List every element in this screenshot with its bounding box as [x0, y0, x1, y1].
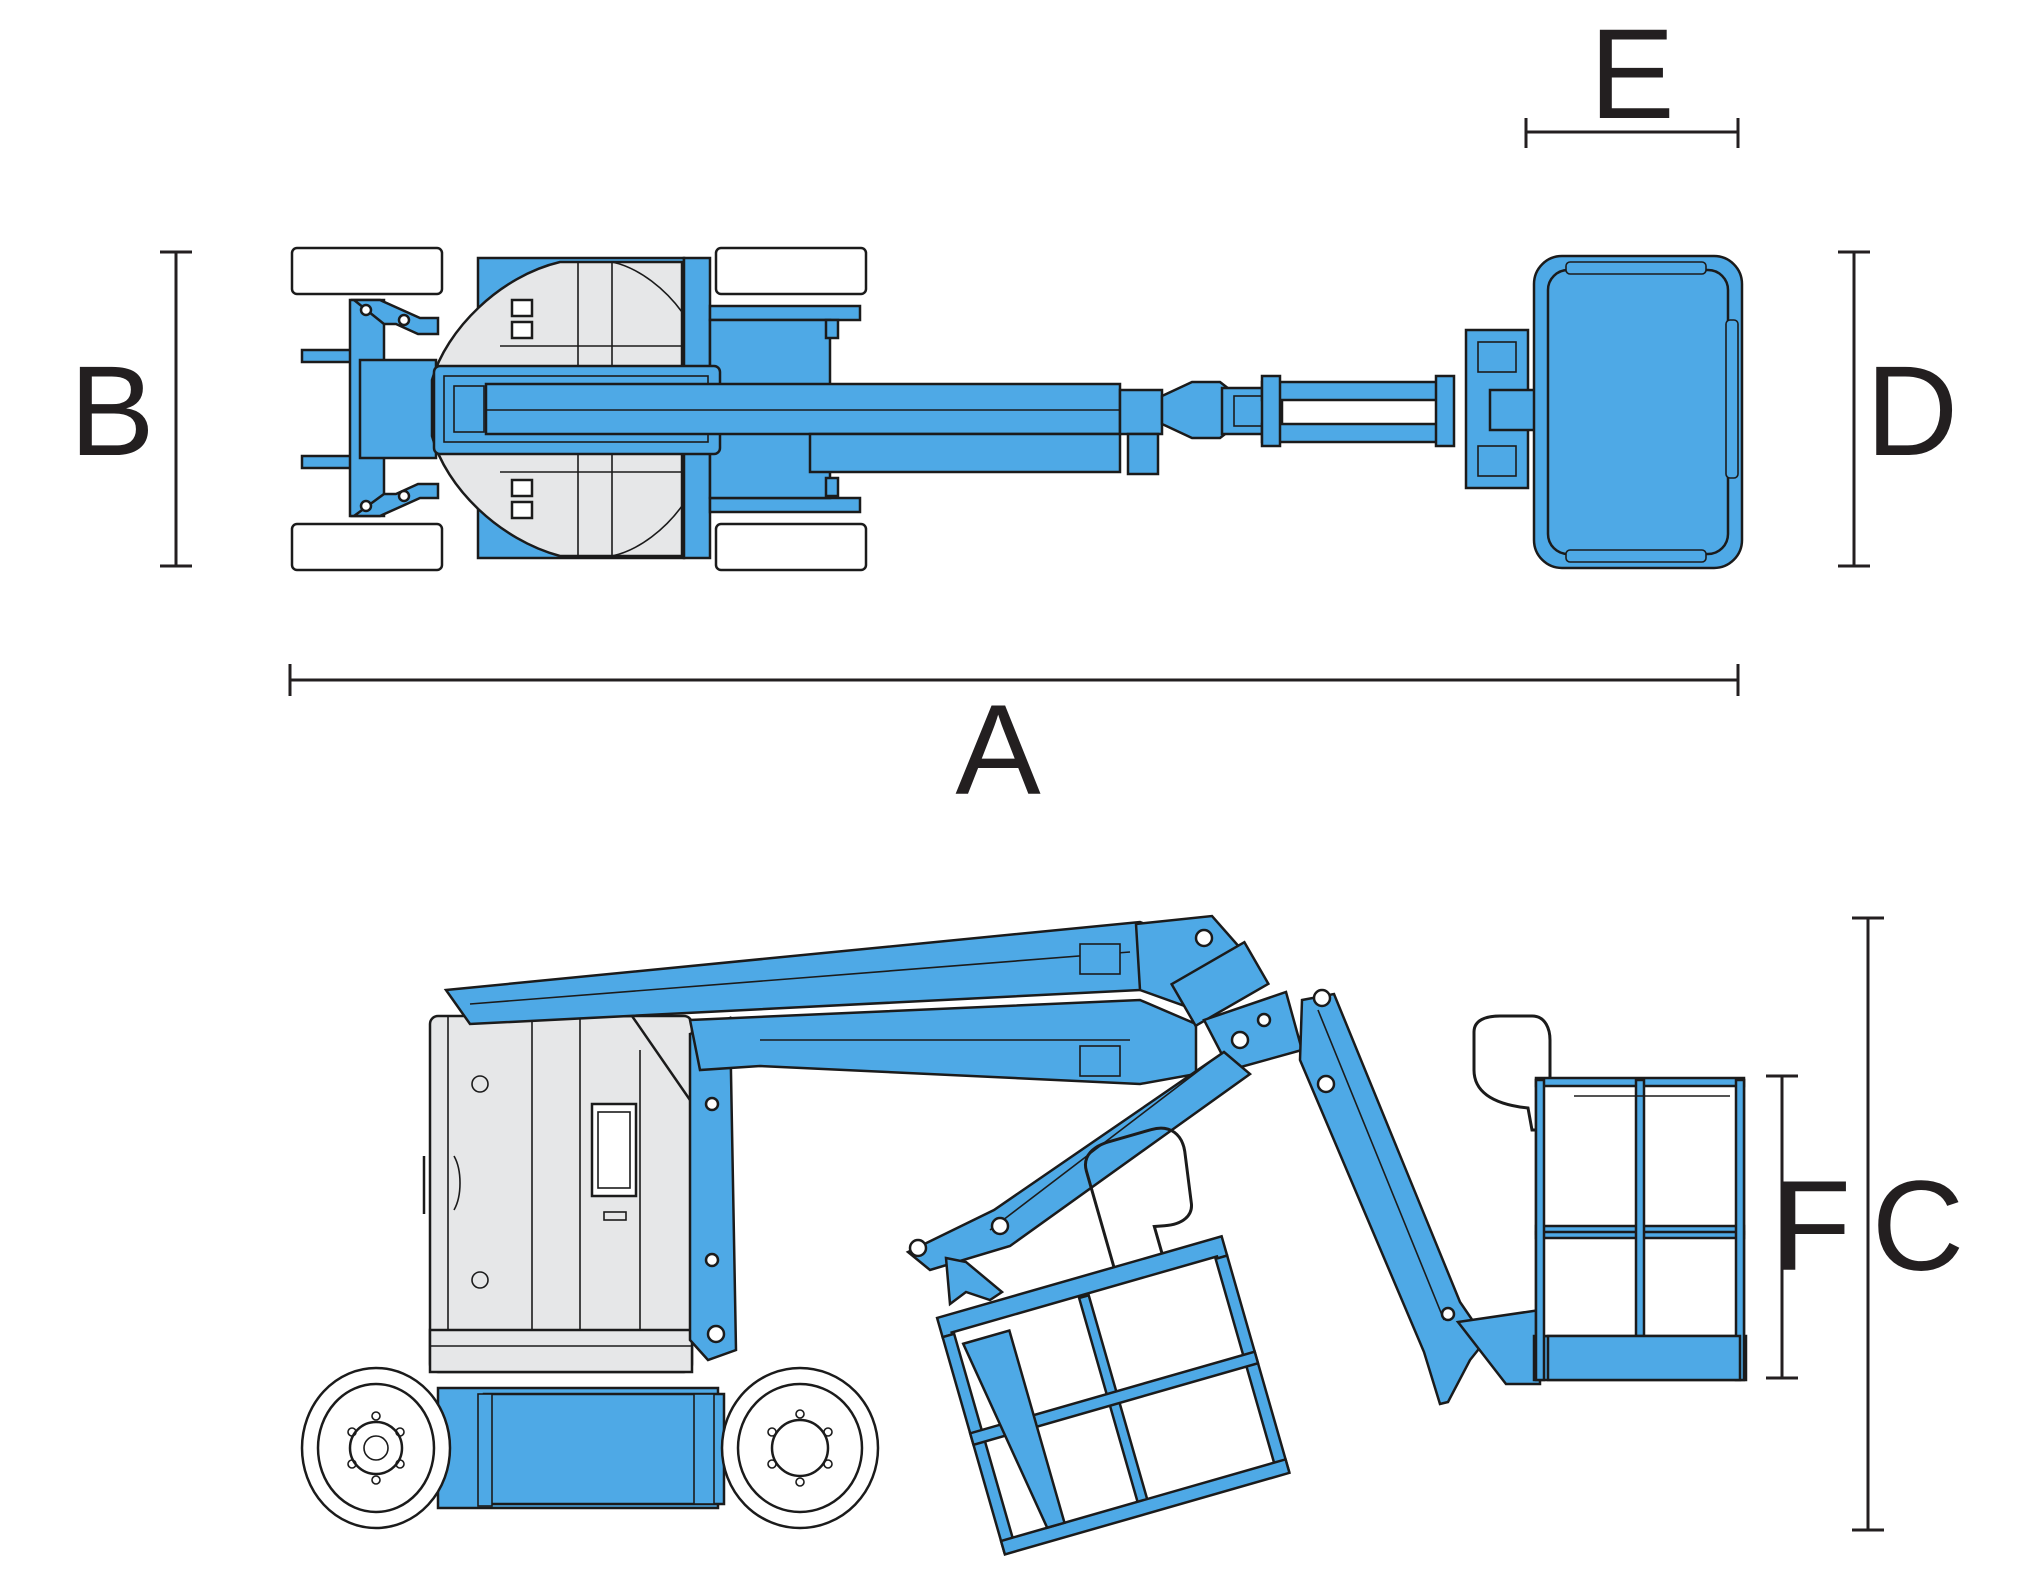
dimension-label-d: D	[1866, 340, 1958, 483]
top-wheel-rear-upper	[290, 246, 444, 296]
top-view	[290, 246, 1744, 572]
top-jib	[1160, 374, 1456, 448]
top-platform-bracket	[1464, 328, 1542, 490]
top-rear-axle	[300, 298, 440, 518]
side-main-boom-lower	[688, 998, 1198, 1086]
side-turntable	[422, 1014, 694, 1374]
top-wheel-front-lower	[714, 522, 868, 572]
side-platform-stowed	[1455, 1014, 1748, 1386]
dimension-f: F	[1766, 1074, 1851, 1380]
dimension-b: B	[69, 250, 192, 568]
side-jib-arm	[1298, 988, 1488, 1406]
side-platform-tilted	[935, 1126, 1291, 1556]
side-wheel-front	[720, 1366, 880, 1530]
top-wheel-front-upper	[714, 246, 868, 296]
side-chassis	[436, 1386, 726, 1510]
dimension-label-e: E	[1589, 3, 1674, 146]
side-wheel-rear	[300, 1366, 452, 1530]
dimension-label-c: C	[1872, 1155, 1964, 1298]
top-platform	[1532, 254, 1744, 570]
dimension-e: E	[1524, 3, 1740, 148]
dimension-d: D	[1838, 250, 1958, 568]
dimension-c: C	[1852, 916, 1964, 1532]
top-main-boom	[432, 364, 1164, 476]
side-mid-knuckle	[1134, 914, 1271, 1036]
dimension-label-b: B	[69, 340, 154, 483]
dimension-label-a: A	[955, 679, 1041, 822]
side-riser	[688, 1016, 738, 1362]
side-view	[300, 914, 1748, 1556]
side-upper-boom	[905, 1050, 1253, 1272]
dimension-a: A	[288, 664, 1740, 822]
dimension-label-f: F	[1773, 1155, 1851, 1298]
top-wheel-rear-lower	[290, 522, 444, 572]
